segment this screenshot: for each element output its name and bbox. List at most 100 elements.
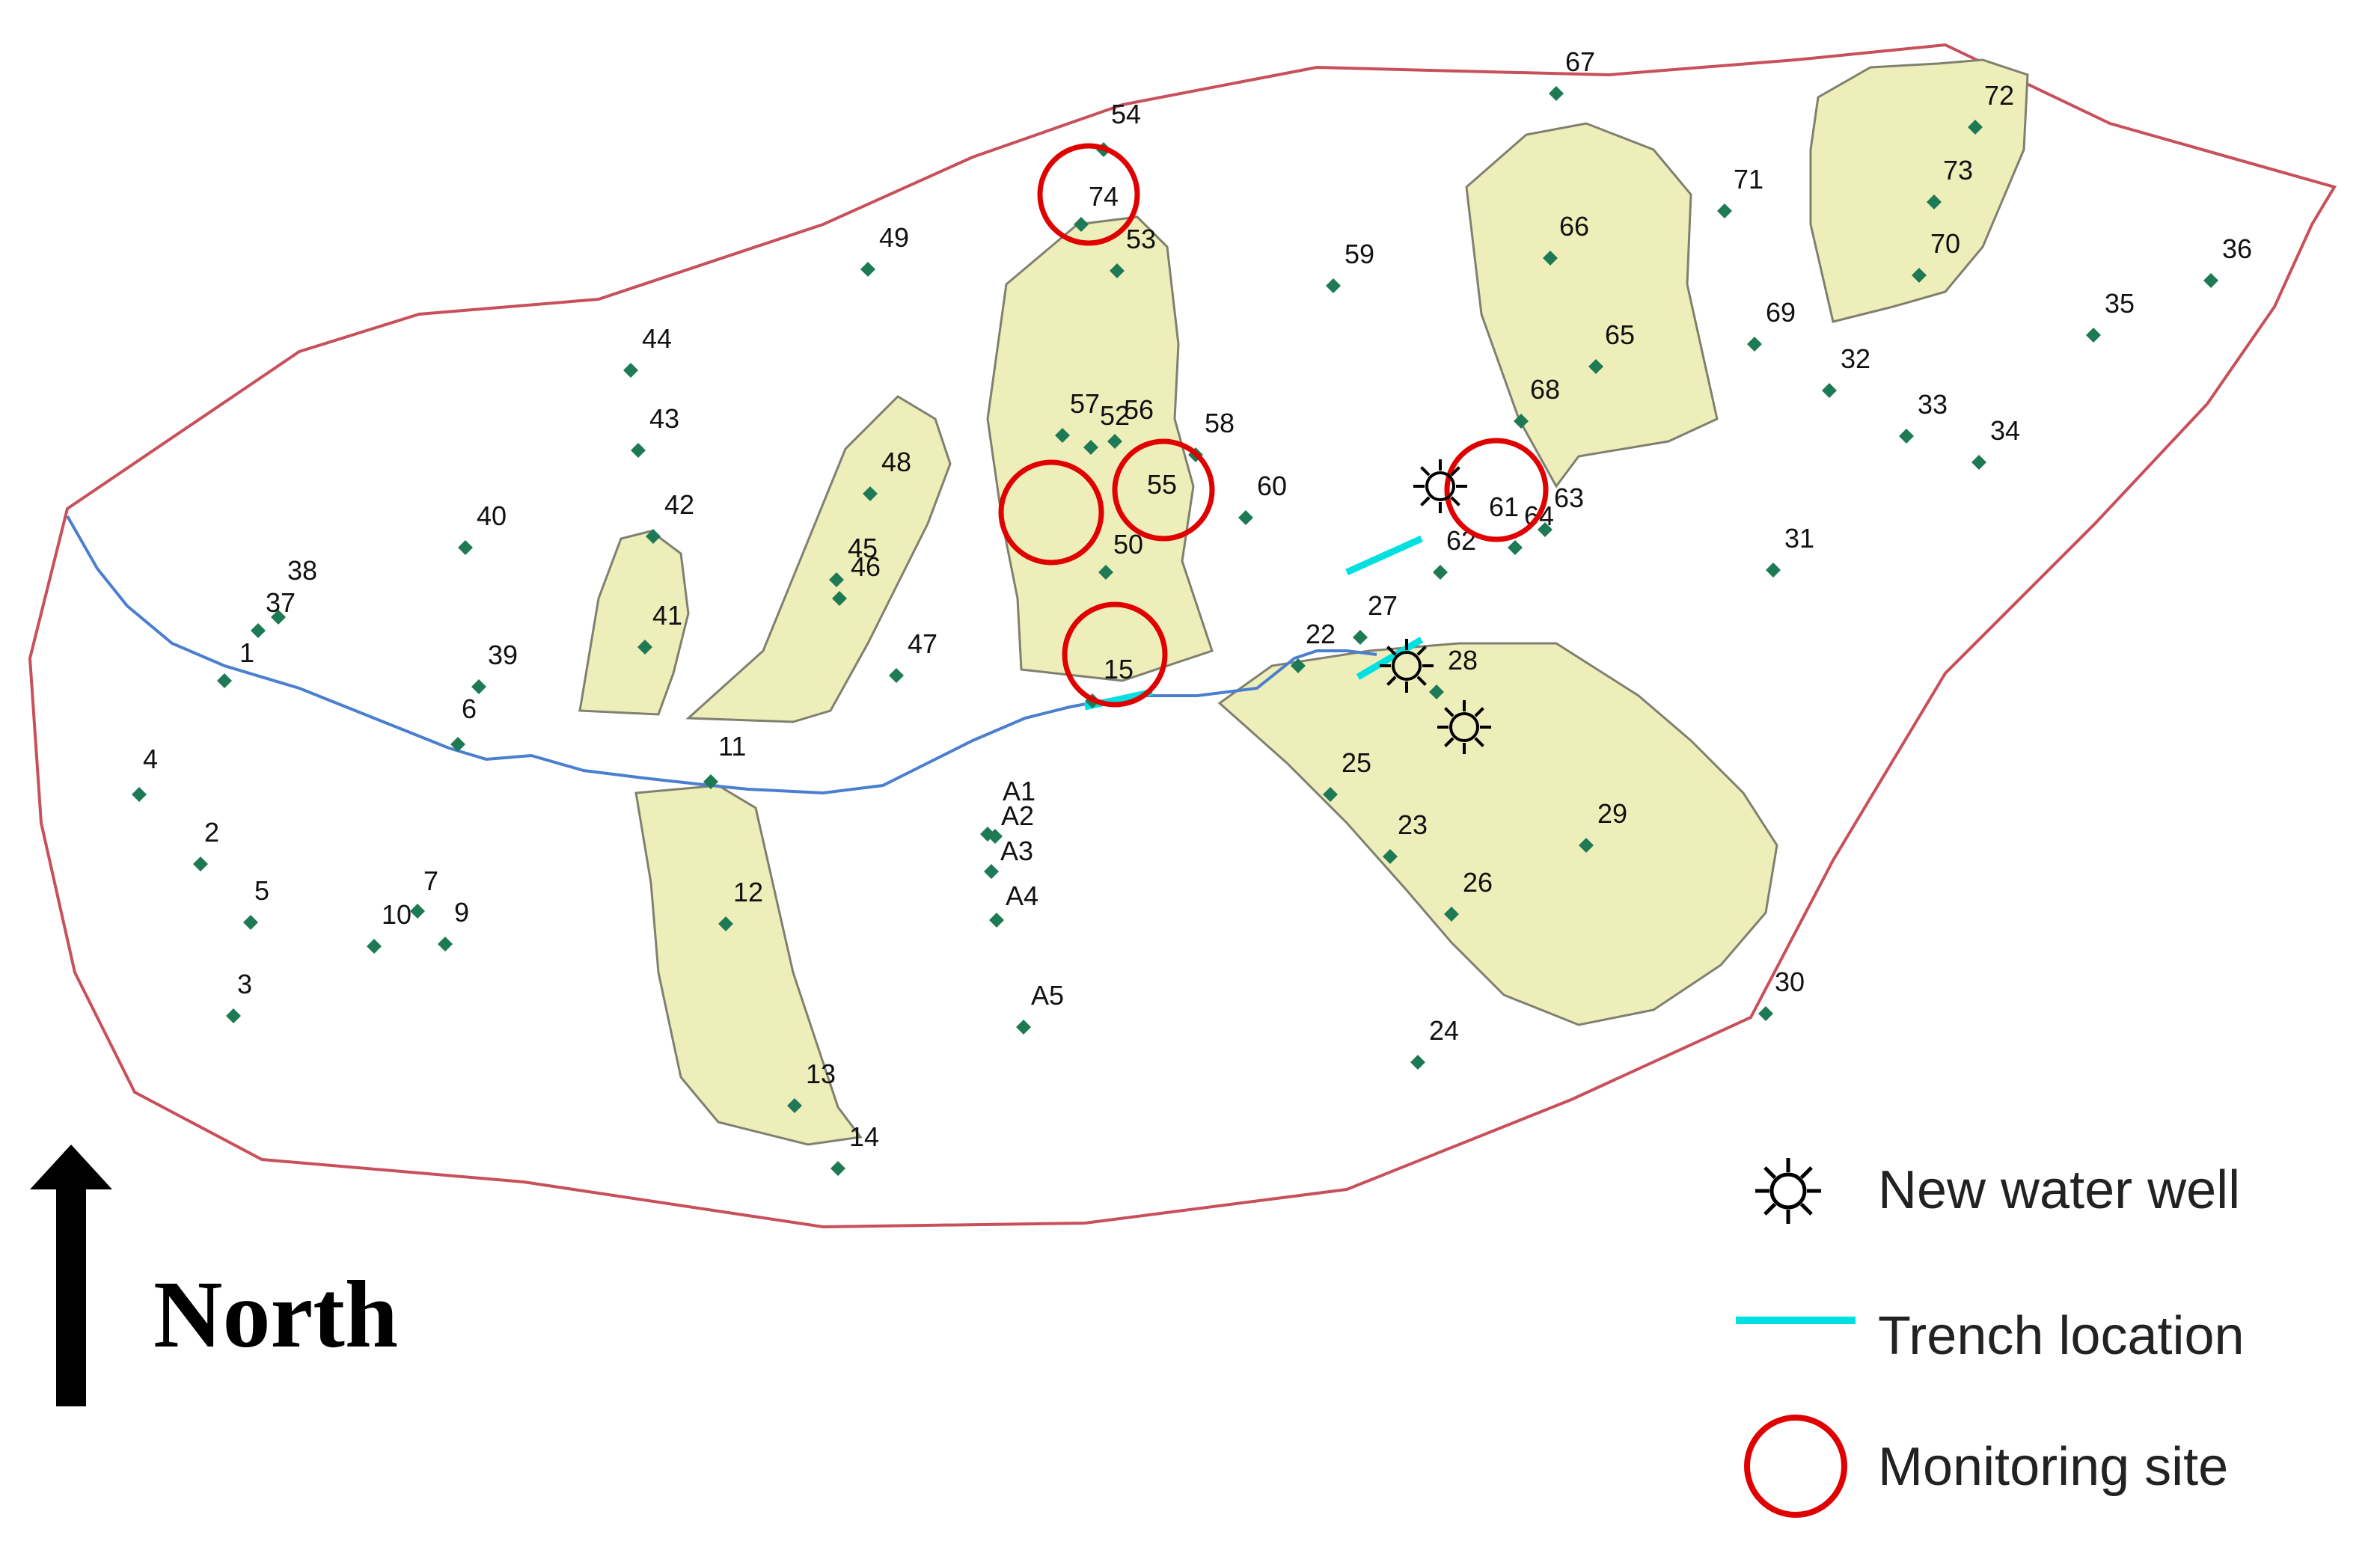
point-label: 58 — [1205, 408, 1235, 438]
point-label: 71 — [1734, 164, 1763, 194]
point-label: 63 — [1554, 483, 1584, 513]
point-label: 49 — [879, 222, 909, 253]
point-label: 35 — [2105, 288, 2135, 319]
point-label: 9 — [454, 897, 469, 928]
point-marker — [1927, 194, 1942, 209]
point-label: 39 — [488, 640, 518, 670]
point-marker — [1107, 434, 1122, 449]
point-label: 57 — [1070, 388, 1100, 419]
point-label: 61 — [1489, 491, 1519, 522]
zone-area — [634, 784, 863, 1146]
point-label: A1 — [1003, 776, 1035, 806]
point-marker — [243, 915, 258, 930]
legend-well-label: New water well — [1878, 1160, 2240, 1220]
point-marker — [829, 572, 844, 587]
point-marker — [889, 668, 904, 683]
point-marker — [1083, 440, 1098, 455]
legend-trench-label: Trench location — [1878, 1306, 2245, 1366]
point-label: 56 — [1124, 394, 1154, 425]
point-label: 26 — [1463, 867, 1493, 898]
point-marker — [1353, 630, 1368, 645]
north-arrow-icon — [30, 1145, 112, 1406]
point-marker — [1747, 337, 1762, 352]
point-label: 72 — [1984, 80, 2014, 111]
point-label: 68 — [1530, 374, 1560, 405]
point-marker — [251, 623, 266, 638]
point-marker — [1579, 838, 1594, 853]
point-label: 34 — [1990, 415, 2020, 446]
point-marker — [1717, 203, 1732, 218]
monitoring-circle — [1112, 438, 1215, 542]
point-marker — [193, 857, 208, 871]
legend: New water well Trench location Monitorin… — [1736, 1158, 2245, 1518]
point-label: 25 — [1342, 747, 1371, 778]
point-label: 33 — [1918, 389, 1948, 420]
trench-line — [1356, 637, 1424, 680]
point-label: 52 — [1100, 400, 1130, 431]
point-label: 60 — [1257, 471, 1287, 501]
point-marker — [2086, 328, 2101, 343]
point-marker — [623, 363, 638, 378]
point-marker — [1074, 217, 1089, 232]
trench-line — [1345, 535, 1423, 576]
point-marker — [1444, 907, 1459, 922]
point-marker — [1508, 540, 1523, 555]
north-label: North — [153, 1261, 398, 1367]
point-label: 30 — [1775, 967, 1805, 997]
point-label: 15 — [1104, 654, 1134, 684]
monitoring-circle — [1444, 438, 1549, 542]
point-label: 36 — [2222, 233, 2252, 264]
point-label: 6 — [462, 693, 477, 724]
point-marker — [1588, 359, 1603, 374]
point-marker — [450, 737, 465, 752]
point-marker — [1429, 684, 1444, 699]
stream-line — [66, 515, 1377, 795]
point-marker — [1055, 428, 1070, 443]
point-marker — [438, 937, 453, 952]
point-marker — [132, 787, 147, 802]
point-label: 73 — [1943, 155, 1973, 186]
point-label: 27 — [1368, 590, 1398, 621]
point-marker — [1098, 565, 1113, 580]
point-marker — [1323, 787, 1338, 802]
point-marker — [367, 939, 382, 954]
zone-area — [1465, 122, 1719, 488]
point-marker — [1912, 268, 1927, 283]
legend-monitoring-label: Monitoring site — [1878, 1437, 2228, 1497]
point-label: 46 — [851, 551, 881, 582]
point-label: 66 — [1559, 211, 1589, 242]
point-label: 10 — [382, 899, 412, 930]
point-marker — [1758, 1006, 1773, 1021]
point-label: A5 — [1031, 980, 1064, 1011]
point-marker — [832, 591, 847, 606]
point-marker — [271, 610, 286, 625]
point-marker — [1899, 429, 1914, 444]
point-marker — [217, 673, 232, 688]
point-label: 59 — [1345, 239, 1374, 269]
point-marker — [631, 443, 646, 458]
point-marker — [1410, 1055, 1425, 1070]
point-label: A3 — [1000, 836, 1033, 866]
point-label: 12 — [733, 877, 763, 907]
well-layer — [1380, 459, 1491, 754]
north-arrow: North — [30, 1145, 398, 1406]
zone-area — [986, 215, 1214, 682]
point-marker — [1543, 251, 1558, 266]
point-label: 41 — [652, 600, 682, 631]
point-label: 53 — [1126, 224, 1156, 254]
point-marker — [1383, 849, 1398, 864]
point-marker — [1238, 510, 1253, 525]
well-icon — [1755, 1158, 1821, 1224]
point-label: 24 — [1429, 1015, 1459, 1046]
point-label: 38 — [287, 555, 317, 586]
point-marker — [988, 829, 1003, 844]
zone-area — [685, 395, 952, 723]
point-label: 7 — [423, 866, 438, 896]
site-boundary — [28, 43, 2337, 1229]
point-marker — [1016, 1020, 1031, 1035]
points-layer: 1234567910111213141522232425262728293031… — [132, 46, 2252, 1176]
point-marker — [860, 262, 875, 277]
point-marker — [646, 529, 661, 544]
point-marker — [1433, 565, 1448, 580]
point-marker — [637, 640, 652, 655]
